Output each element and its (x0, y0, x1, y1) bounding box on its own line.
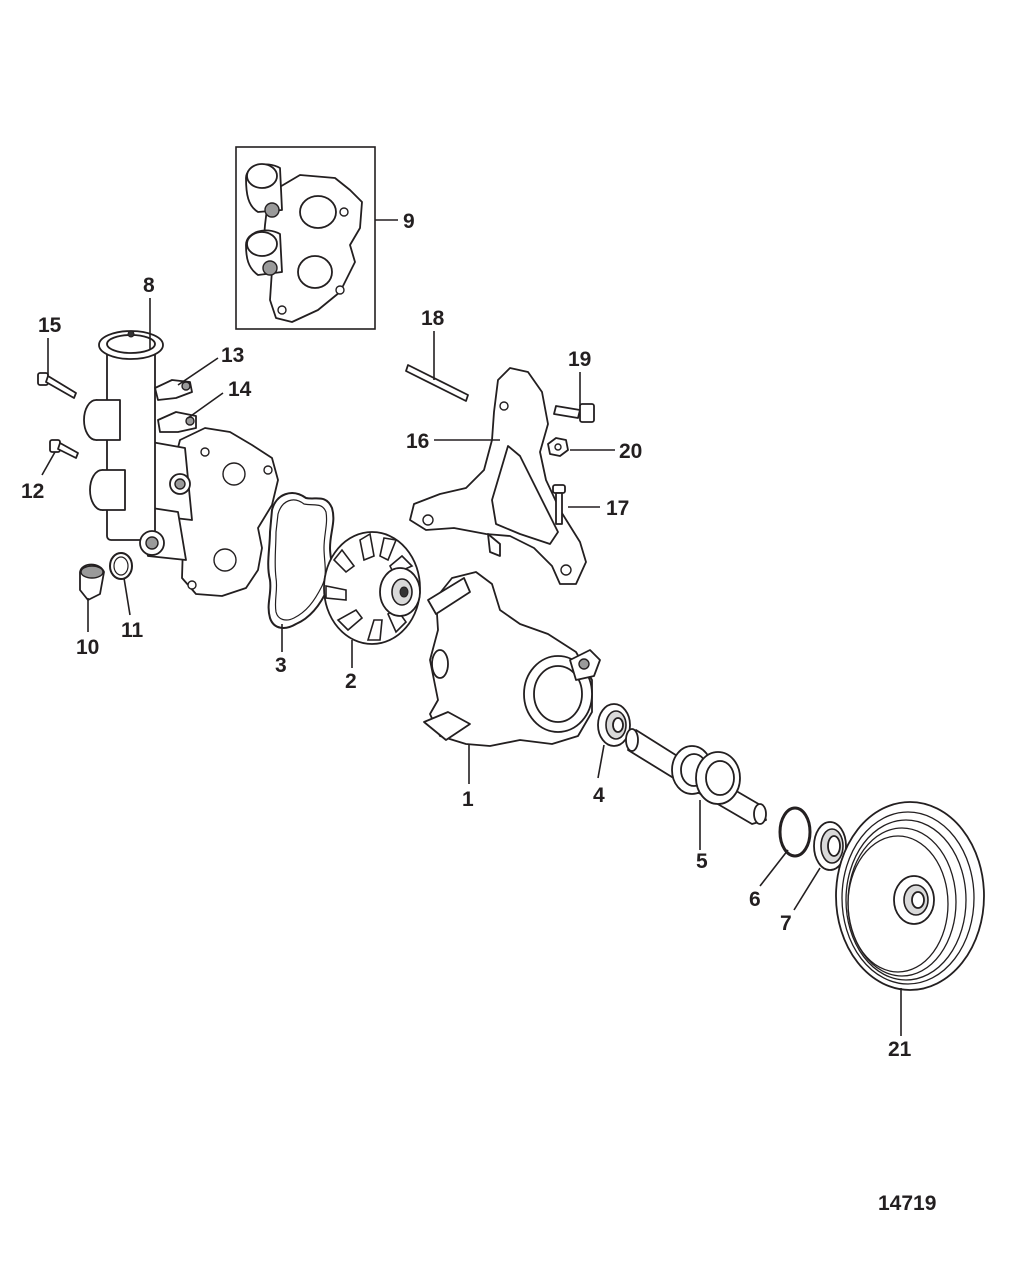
drain-plug-part-10 (79, 563, 105, 601)
callout-6: 6 (749, 888, 761, 911)
callout-5: 5 (696, 850, 708, 873)
inset-box-part-9 (235, 146, 376, 330)
screw-part-12 (49, 439, 79, 459)
callout-18: 18 (421, 307, 445, 330)
snap-ring-part-6 (778, 806, 812, 858)
callout-1: 1 (462, 788, 474, 811)
callout-12: 12 (21, 480, 44, 503)
bolt-part-17 (552, 484, 566, 525)
stud-part-18 (405, 364, 469, 402)
callout-20: 20 (619, 440, 642, 463)
callout-4: 4 (593, 784, 605, 807)
callout-11: 11 (121, 619, 144, 642)
callout-19: 19 (568, 348, 591, 371)
leader-lines (41, 219, 902, 1036)
bolt-part-19 (553, 403, 595, 423)
fitting-part-13 (154, 379, 193, 401)
callout-17: 17 (606, 497, 629, 520)
callout-21: 21 (888, 1038, 912, 1061)
thermostat-housing-part-8 (83, 330, 279, 597)
callout-3: 3 (275, 654, 287, 677)
bolt-part-15 (37, 372, 77, 399)
o-ring-part-11 (109, 552, 133, 580)
callout-14: 14 (228, 378, 252, 401)
callout-15: 15 (38, 314, 62, 337)
callout-7: 7 (780, 912, 792, 935)
callout-2: 2 (345, 670, 357, 693)
bracket-part-16 (409, 367, 587, 585)
callout-8: 8 (143, 274, 155, 297)
seal-part-7 (813, 821, 847, 871)
callout-10: 10 (76, 636, 99, 659)
bearing-part-4 (597, 703, 631, 747)
nut-part-20 (547, 437, 569, 457)
callout-13: 13 (221, 344, 244, 367)
pump-body-part-1 (423, 571, 601, 747)
shaft-part-5 (625, 728, 767, 825)
figure-number: 14719 (878, 1192, 936, 1215)
gasket-part-3 (267, 492, 335, 629)
callout-16: 16 (406, 430, 429, 453)
impeller-part-2 (323, 531, 421, 645)
callout-9: 9 (403, 210, 415, 233)
pulley-part-21 (835, 801, 985, 991)
fitting-part-14 (157, 411, 197, 433)
callout-labels: 1 2 3 4 5 6 7 8 9 10 11 12 13 14 15 16 1… (21, 210, 936, 1215)
